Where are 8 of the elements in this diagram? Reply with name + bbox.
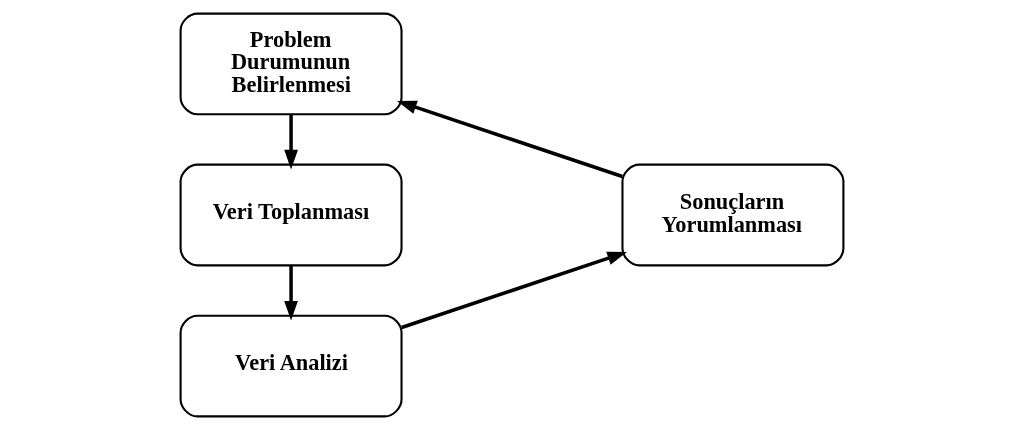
node-box: Veri Analizi (179, 314, 403, 418)
arrow (401, 251, 628, 330)
arrow (396, 100, 623, 179)
node-box: Sonuçların Yorumlanması (621, 163, 845, 267)
node-box: Veri Toplanması (179, 163, 403, 267)
node-box: Problem Durumunun Belirlenmesi (179, 12, 403, 116)
arrow (284, 265, 298, 321)
arrow (284, 114, 298, 170)
